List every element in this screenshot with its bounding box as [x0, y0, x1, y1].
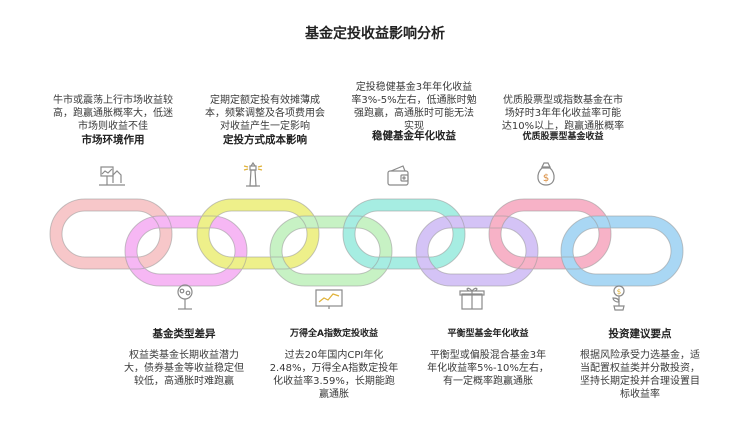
money-bag-icon: $ — [537, 162, 555, 186]
chain-link-1 — [50, 199, 172, 269]
top-block-market: 牛市或震荡上行市场收益较 高，跑赢通胀概率大，低迷 市场则收益不佳 市场环境作用 — [28, 94, 198, 147]
chain-link-2 — [125, 216, 247, 286]
gift-box-icon — [459, 287, 485, 310]
type-desc-3: 较低，高通胀时难跑赢 — [134, 376, 234, 387]
bottom-block-wind: 万得全A指数定投收益 过去20年国内CPI年化 2.48%，万得全A指数定投年 … — [252, 327, 416, 401]
stable-desc-4: 实现 — [404, 121, 424, 132]
chain-link-8 — [561, 216, 683, 286]
stable-desc-2: 率3%-5%左右，低通胀时勉 — [351, 95, 477, 106]
stock-heading: 优质股票型基金收益 — [522, 132, 604, 142]
cost-desc-3: 对收益产生一定影响 — [220, 121, 310, 132]
chain-link-6 — [416, 216, 538, 286]
chart-board-icon — [315, 289, 343, 309]
top-block-stock: 优质股票型或指数基金在市 场好时3年年化收益率可能 达10%以上，跑赢通胀概率 … — [478, 94, 648, 144]
balanced-desc-2: 年化收益率5%-10%左右， — [427, 363, 549, 374]
market-heading: 市场环境作用 — [81, 134, 145, 146]
wind-desc-3: 化收益率3.59%，长期能跑 — [273, 376, 395, 387]
stable-desc-3: 强跑赢，高通胀时可能无法 — [354, 108, 474, 119]
balanced-heading: 平衡型基金年化收益 — [447, 329, 529, 339]
stable-desc-1: 定投稳健基金3年年化收益 — [355, 82, 473, 93]
stock-desc-2: 场好时3年年化收益率可能 — [504, 108, 622, 119]
balanced-desc-1: 平衡型或偏股混合基金3年 — [429, 350, 547, 361]
chain-link-7 — [489, 199, 611, 269]
market-chart-icon — [99, 166, 125, 186]
stock-desc-3: 达10%以上，跑赢通胀概率 — [501, 121, 625, 132]
cost-heading: 定投方式成本影响 — [223, 134, 307, 146]
chain-link-4 — [270, 216, 392, 286]
chain-link-5 — [343, 199, 465, 269]
market-desc-3: 市场则收益不佳 — [78, 121, 148, 132]
advice-heading: 投资建议要点 — [608, 328, 672, 340]
type-heading: 基金类型差异 — [152, 328, 216, 340]
type-desc-1: 权益类基金长期收益潜力 — [129, 350, 239, 361]
wind-desc-4: 赢通胀 — [319, 389, 349, 400]
lighthouse-icon — [243, 161, 263, 187]
plant-coin-icon: $ — [612, 285, 625, 311]
stable-heading: 稳健基金年化收益 — [372, 130, 456, 142]
bottom-block-advice: 投资建议要点 根据风险承受力选基金，适 当配置权益类并分散投资， 坚持长期定投并… — [556, 327, 724, 401]
bottom-block-type: 基金类型差异 权益类基金长期收益潜力 大，债券基金等收益稳定但 较低，高通胀时难… — [102, 327, 266, 388]
svg-text:$: $ — [617, 288, 621, 296]
wind-desc-1: 过去20年国内CPI年化 — [284, 350, 384, 361]
top-block-cost: 定期定额定投有效摊薄成 本，频繁调整及各项费用会 对收益产生一定影响 定投方式成… — [180, 94, 350, 147]
money-tree-icon — [177, 284, 193, 310]
advice-desc-2: 当配置权益类并分散投资， — [580, 363, 700, 374]
advice-desc-3: 坚持长期定投并合理设置目 — [580, 376, 700, 387]
cost-desc-1: 定期定额定投有效摊薄成 — [210, 95, 320, 106]
wind-heading: 万得全A指数定投收益 — [290, 329, 378, 339]
type-desc-2: 大，债券基金等收益稳定但 — [124, 363, 244, 374]
advice-desc-1: 根据风险承受力选基金，适 — [580, 350, 700, 361]
market-desc-2: 高，跑赢通胀概率大，低迷 — [53, 108, 173, 119]
wallet-icon — [387, 165, 409, 186]
svg-text:$: $ — [543, 173, 549, 184]
chain-link-3 — [197, 199, 319, 269]
balanced-desc-3: 有一定概率跑赢通胀 — [443, 376, 533, 387]
advice-desc-4: 标收益率 — [620, 389, 660, 400]
stock-desc-1: 优质股票型或指数基金在市 — [503, 95, 623, 106]
top-block-stable: 定投稳健基金3年年化收益 率3%-5%左右，低通胀时勉 强跑赢，高通胀时可能无法… — [330, 81, 498, 143]
diagram-title: 基金定投收益影响分析 — [305, 26, 445, 42]
wind-desc-2: 2.48%，万得全A指数定投年 — [269, 363, 399, 374]
market-desc-1: 牛市或震荡上行市场收益较 — [53, 95, 173, 106]
cost-desc-2: 本，频繁调整及各项费用会 — [205, 108, 325, 119]
bottom-block-balanced: 平衡型基金年化收益 平衡型或偏股混合基金3年 年化收益率5%-10%左右， 有一… — [406, 327, 570, 388]
